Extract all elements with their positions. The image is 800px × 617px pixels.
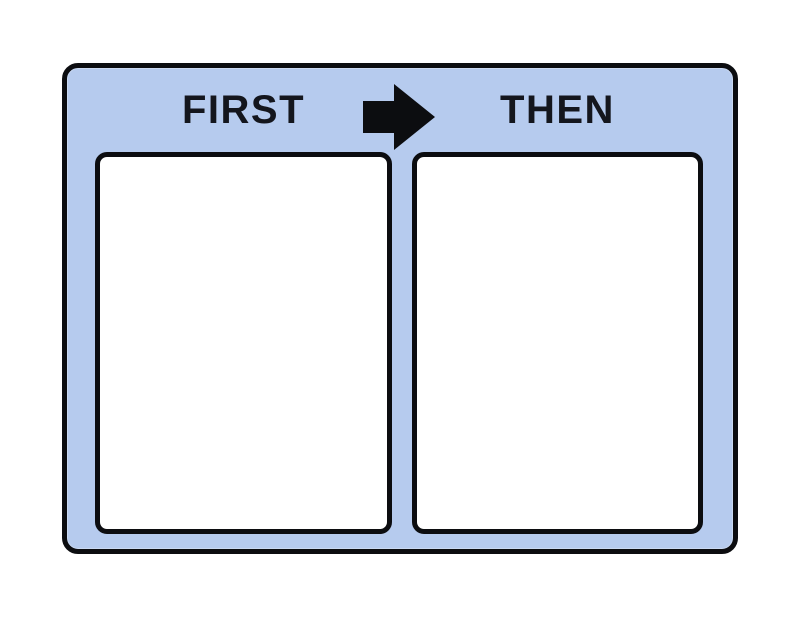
first-label: FIRST [181,88,306,132]
then-panel [412,152,703,534]
then-label: THEN [500,88,615,132]
arrow-right-icon [363,84,435,150]
first-panel [95,152,392,534]
first-then-board: FIRST THEN [62,63,738,554]
